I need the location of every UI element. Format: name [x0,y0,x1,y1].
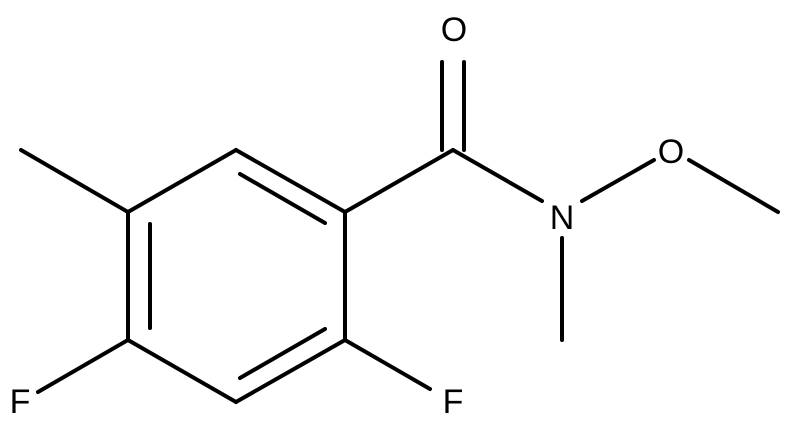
ring-bond-c2-c3 [234,338,347,404]
ring-bond-c6-c1 [234,148,347,214]
bond-ring-f4 [36,338,130,394]
atom-label-fluorine-2: F [443,383,464,421]
ring-bond-c3-c4 [126,338,238,404]
ring-bond-c5-c6 [126,148,238,214]
bond-carbonyl-n [451,148,544,203]
bond-o-methyl [687,158,780,214]
atom-label-fluorine-4: F [10,383,31,421]
atom-label-methoxy-oxygen: O [658,133,684,171]
atom-label-nitrogen: N [550,199,575,237]
bond-ring-f2 [343,338,432,391]
ring-bond-c6-c1-inner [238,172,327,225]
bond-n-o [580,158,656,203]
ring-bond-c3-c2-inner [238,327,327,380]
bond-ring-carbonyl [343,148,455,214]
atom-label-carbonyl-oxygen: O [441,11,467,49]
bond-ring-methyl [19,148,130,214]
